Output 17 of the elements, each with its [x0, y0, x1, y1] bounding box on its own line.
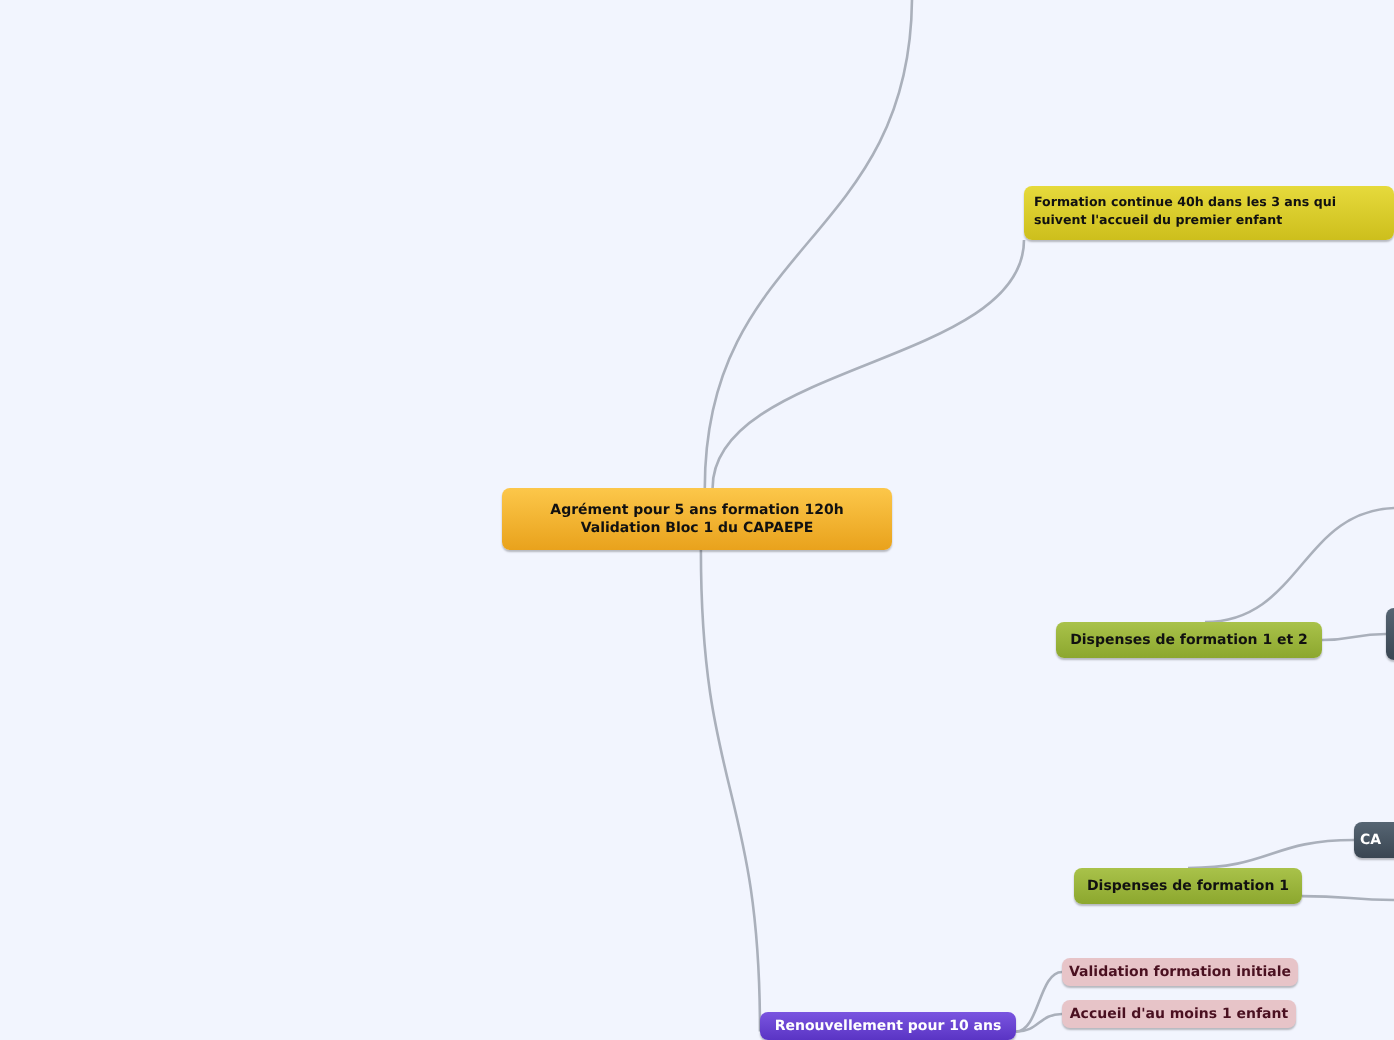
connector-line: [1302, 894, 1394, 902]
connector-line: [1187, 838, 1355, 870]
topic-box: [1074, 868, 1302, 904]
topic-box: [1056, 622, 1322, 658]
connector-line: [703, 0, 914, 489]
connector-line: [699, 549, 762, 1032]
connector-line: [1015, 970, 1063, 1033]
connector-line: [711, 239, 1026, 489]
topic-box: [1354, 822, 1394, 858]
connector-line: [1321, 632, 1387, 642]
topic-box: [1024, 186, 1394, 240]
topic-box: [1062, 958, 1298, 986]
connector-line: [1015, 1012, 1063, 1033]
topic-box: [502, 488, 892, 550]
topic-box: [1062, 1000, 1296, 1028]
connector-line: [1204, 506, 1394, 624]
topic-box: [760, 1012, 1016, 1040]
